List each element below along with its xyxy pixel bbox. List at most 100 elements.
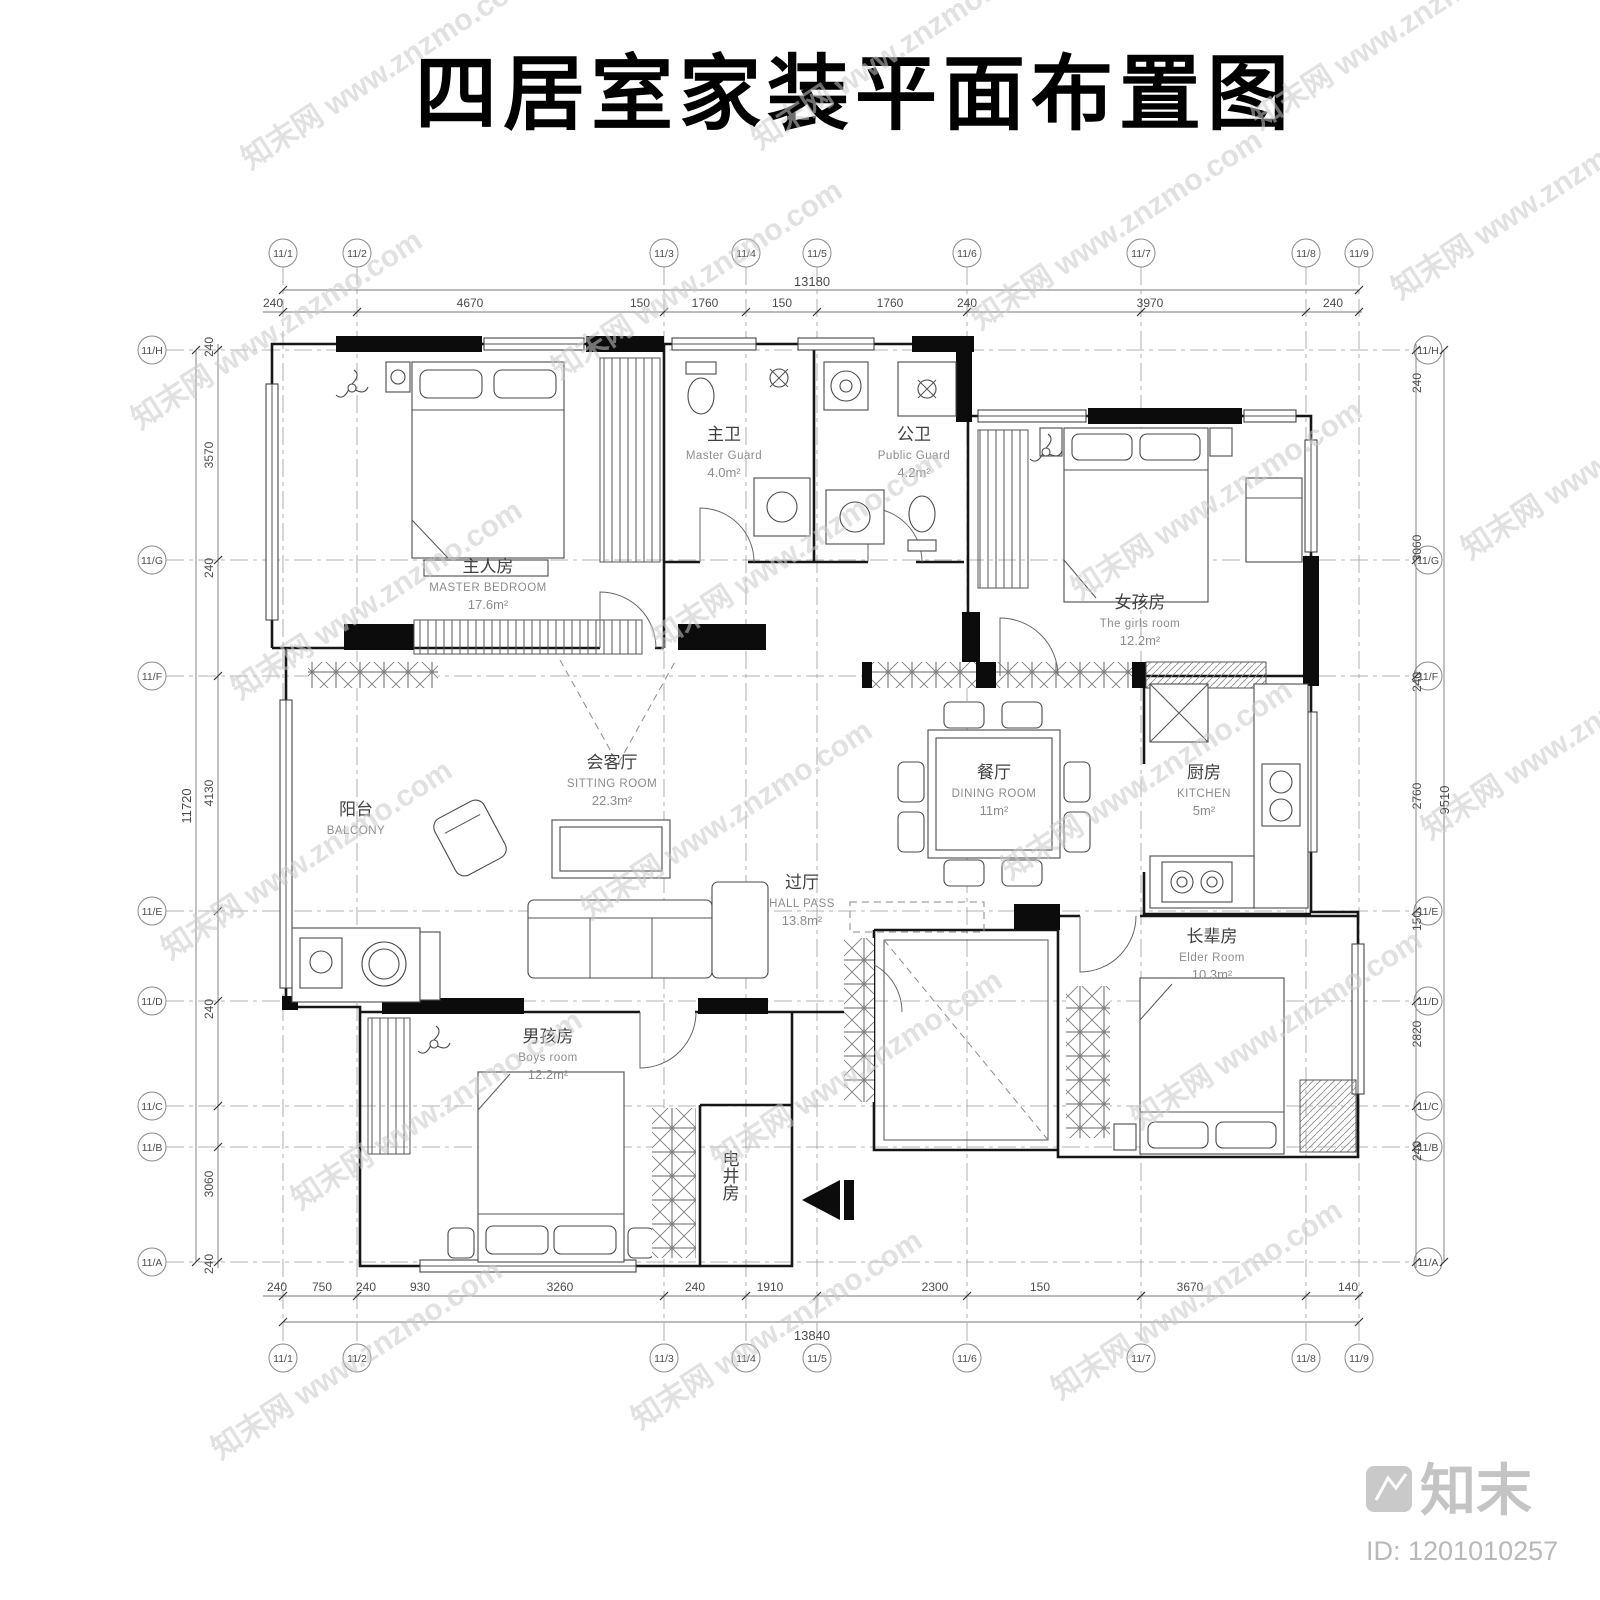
pillow — [553, 1225, 617, 1255]
grid-bubble: 11/B — [137, 1132, 167, 1162]
chair — [943, 701, 985, 729]
svg-text:11/E: 11/E — [1418, 906, 1439, 918]
svg-text:930: 930 — [410, 1280, 430, 1294]
room-label-cn: 过厅 — [785, 873, 819, 892]
room-label-en: MASTER BEDROOM — [429, 582, 547, 594]
water-heater — [419, 931, 441, 1001]
grid-bubble: 11/6 — [952, 1343, 982, 1373]
svg-text:11/4: 11/4 — [736, 1353, 756, 1365]
grid-bubble: 11/8 — [1291, 1343, 1321, 1373]
svg-text:240: 240 — [356, 1280, 376, 1294]
window — [671, 337, 757, 351]
brand-name: 知末 — [1420, 1459, 1532, 1522]
znzmo-logo-icon — [1366, 1466, 1412, 1512]
grid-bubble: 11/D — [1413, 986, 1443, 1016]
svg-text:11/C: 11/C — [1417, 1101, 1439, 1113]
elder-wardrobe — [1066, 986, 1110, 1138]
svg-text:11/D: 11/D — [1417, 996, 1439, 1008]
pillow — [1147, 1121, 1209, 1149]
window — [1351, 943, 1365, 1095]
svg-text:11/1: 11/1 — [273, 248, 293, 260]
master-bath-door — [699, 507, 755, 563]
window — [265, 383, 279, 621]
svg-text:150: 150 — [1410, 911, 1424, 931]
svg-text:1910: 1910 — [757, 1280, 784, 1294]
svg-text:3970: 3970 — [1137, 296, 1164, 310]
grid-bubble: 11/A — [137, 1247, 167, 1277]
grid-bubble: 11/6 — [952, 238, 982, 268]
room-label-area: 11m² — [980, 803, 1009, 818]
chair — [897, 761, 925, 803]
grid-bubble: 11/5 — [802, 238, 832, 268]
svg-text:11/H: 11/H — [1417, 345, 1438, 357]
grid-bubble: 11/E — [1413, 896, 1443, 926]
vanity — [753, 477, 811, 537]
girls-room — [977, 427, 1303, 603]
laundry-counter — [291, 927, 421, 1003]
toilet — [908, 495, 936, 533]
sofa — [527, 899, 713, 979]
grid-bubble: 11/3 — [649, 238, 679, 268]
svg-text:240: 240 — [267, 1280, 287, 1294]
window — [419, 1259, 637, 1273]
watermark: 知末网 www.znzmo.com — [966, 124, 1268, 336]
svg-text:11/D: 11/D — [141, 996, 163, 1008]
projection-lines — [559, 659, 677, 766]
svg-text:150: 150 — [630, 296, 650, 310]
svg-text:240: 240 — [1410, 1141, 1424, 1161]
kitchen — [1149, 683, 1309, 909]
master-bedroom — [335, 357, 661, 577]
room-label-area: 17.6m² — [468, 597, 509, 612]
ceiling-fan-icon — [417, 1025, 451, 1054]
sideboard — [872, 662, 976, 688]
chair — [1001, 701, 1043, 729]
grid-bubble: 11/G — [1413, 545, 1443, 575]
grid-bubble: 11/F — [137, 661, 167, 691]
svg-text:240: 240 — [263, 296, 283, 310]
grid-bubble: 11/4 — [731, 1343, 761, 1373]
svg-text:3670: 3670 — [1177, 1280, 1204, 1294]
grid-bubble: 11/1 — [268, 1343, 298, 1373]
svg-text:11/A: 11/A — [142, 1257, 163, 1269]
svg-text:240: 240 — [1410, 672, 1424, 692]
svg-text:11/3: 11/3 — [654, 248, 674, 260]
svg-text:11/H: 11/H — [141, 345, 162, 357]
chair — [897, 811, 925, 853]
room-label-cn: 主卫 — [707, 425, 741, 444]
grid-bubble: 11/E — [137, 896, 167, 926]
svg-text:11/E: 11/E — [142, 906, 163, 918]
watermark-layer: 知末网 www.znzmo.com 知末网 www.znzmo.com 知末网 … — [126, 0, 1600, 1466]
elder-door — [1079, 915, 1137, 973]
svg-text:11/F: 11/F — [142, 671, 162, 683]
svg-text:240: 240 — [202, 1254, 216, 1274]
svg-text:11/7: 11/7 — [1131, 248, 1151, 260]
grid-bubble: 11/9 — [1344, 238, 1374, 268]
stair-core — [883, 939, 1049, 1141]
shower-head — [769, 368, 789, 388]
svg-text:11/9: 11/9 — [1349, 248, 1369, 260]
room-label-cn: 公卫 — [897, 425, 931, 444]
ceiling-fan-icon — [1029, 433, 1063, 462]
room-label-cn: 电井房 — [720, 1150, 740, 1202]
svg-text:3570: 3570 — [202, 441, 216, 468]
dim-total-top: 13180 — [794, 274, 830, 289]
svg-text:240: 240 — [202, 337, 216, 357]
dining-table — [927, 729, 1061, 859]
master-wardrobe — [599, 357, 661, 563]
beam-band — [996, 662, 1132, 688]
room-label-en: BALCONY — [327, 825, 385, 837]
grid-bubble: 11/7 — [1126, 1343, 1156, 1373]
svg-text:2300: 2300 — [922, 1280, 949, 1294]
window — [1304, 439, 1318, 553]
brand-footer: 知末 ID: 1201010257 — [1366, 1459, 1558, 1566]
svg-text:150: 150 — [1030, 1280, 1050, 1294]
svg-text:240: 240 — [685, 1280, 705, 1294]
svg-text:11/7: 11/7 — [1131, 1353, 1151, 1365]
grid-bubble: 11/H — [1413, 335, 1443, 365]
laundry-sink — [299, 937, 343, 989]
boys-door — [639, 1011, 697, 1069]
svg-text:1760: 1760 — [692, 296, 719, 310]
svg-text:11/F: 11/F — [1418, 671, 1438, 683]
chair — [943, 859, 985, 887]
